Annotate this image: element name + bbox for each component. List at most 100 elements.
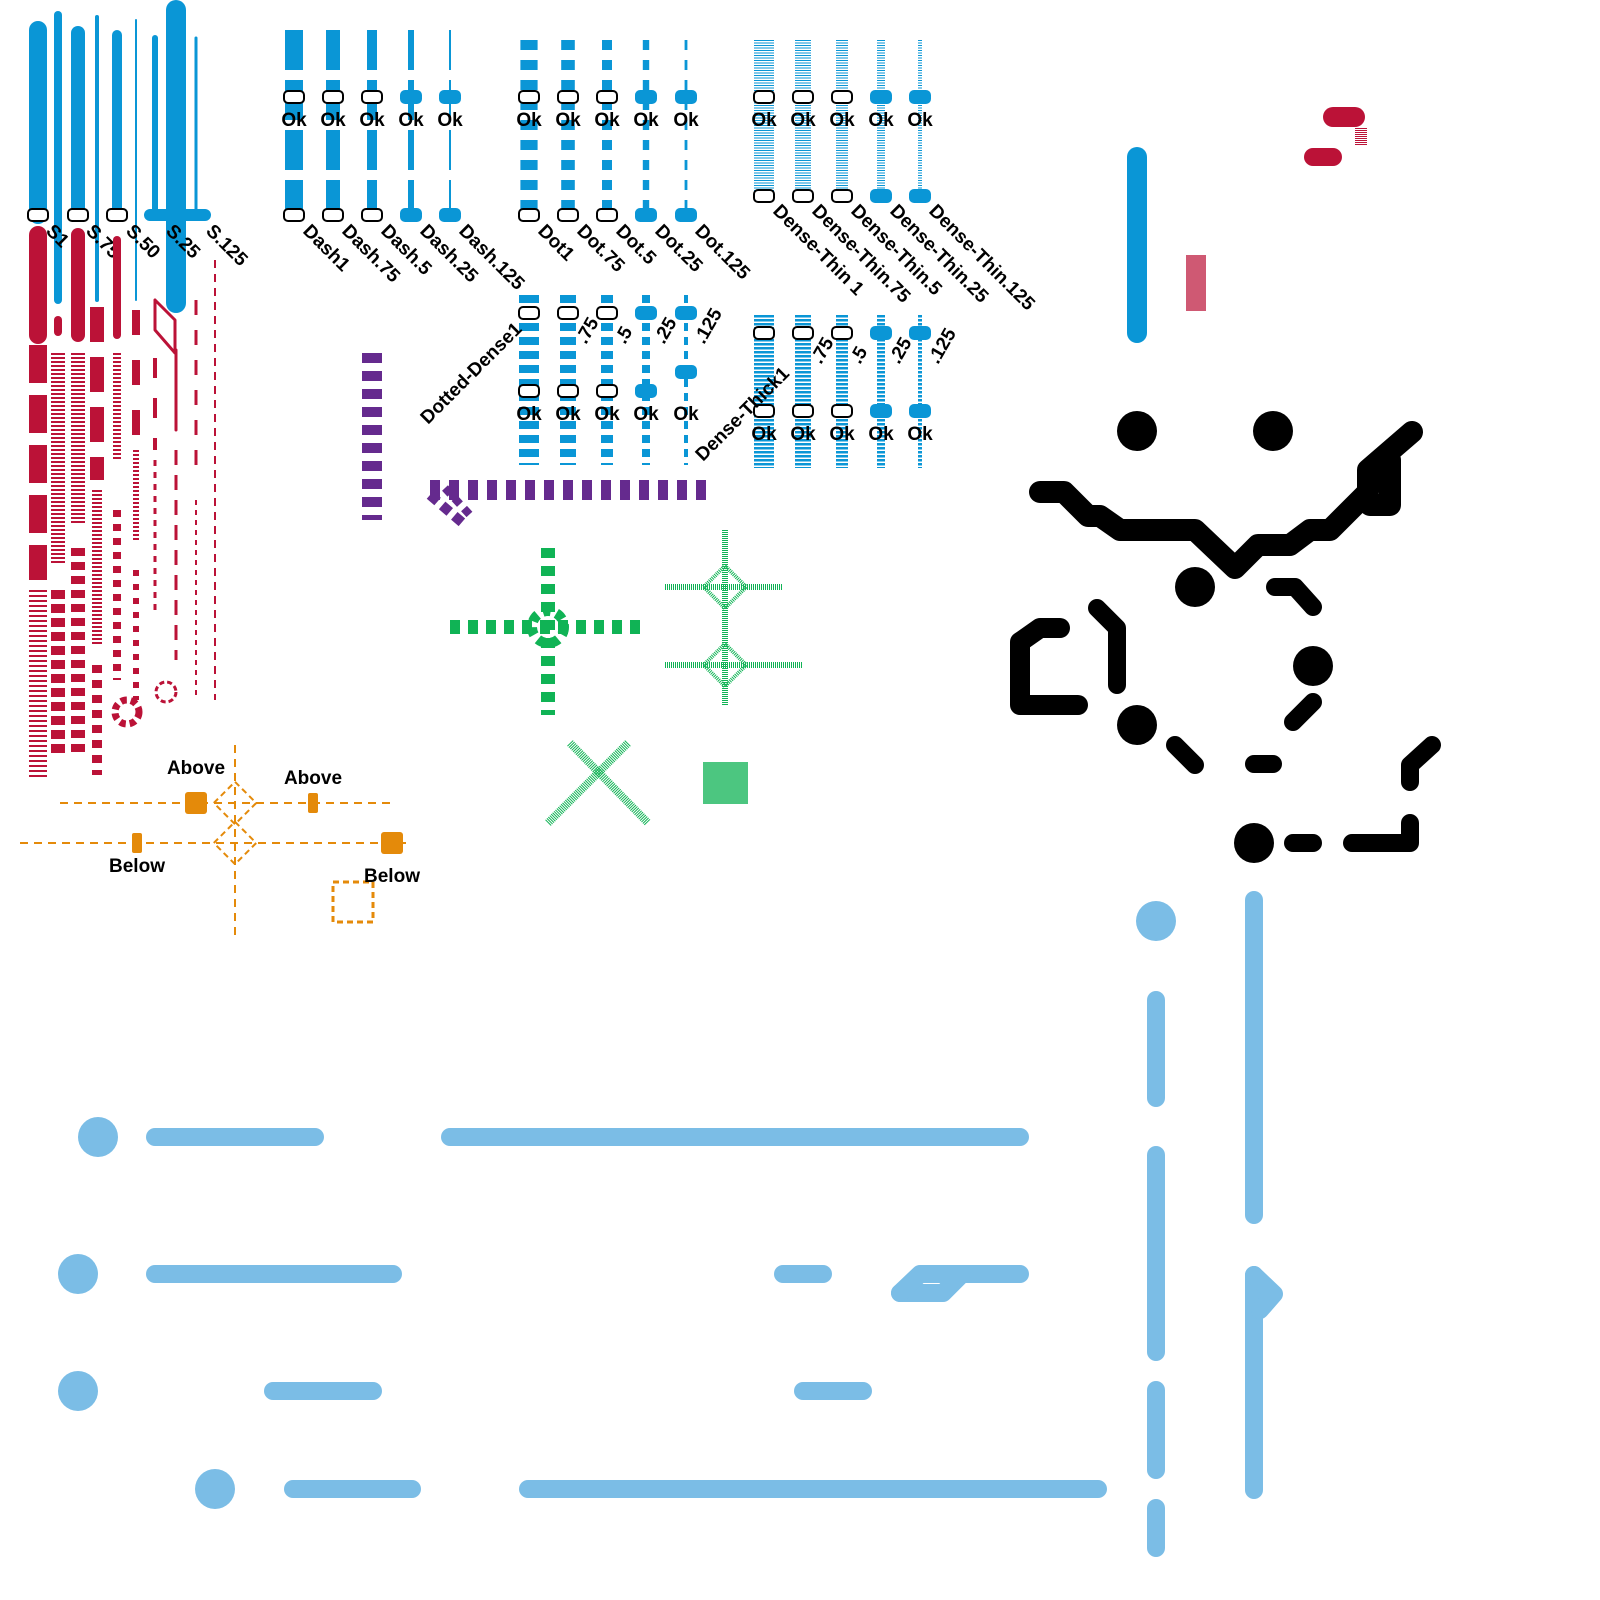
marker-box [675,208,697,222]
black-dot [1117,705,1157,745]
ok-label: Ok [751,110,777,131]
ok-label: Ok [633,110,659,131]
green-hatched-square [703,762,748,804]
marker-box [439,90,461,104]
black-hook [1088,599,1126,694]
marker-box [361,90,383,104]
marker-box [518,384,540,398]
green-diamond [700,562,750,612]
red-hatch-block [1186,255,1206,311]
green-diamond [700,640,750,690]
ok-label: Ok [516,404,542,425]
black-stroke [1343,814,1419,852]
marker-box [753,90,775,104]
marker-box [792,189,814,203]
ok-label: Ok [555,110,581,131]
above-label: Above [167,758,225,779]
orange-dashed-square [331,880,375,924]
ok-label: Ok [790,110,816,131]
marker-box [322,208,344,222]
marker-box [909,90,931,104]
ok-label: Ok [907,424,933,445]
marker-box [753,326,775,340]
purple-diagonal [442,485,473,518]
marker-box [635,90,657,104]
orange-marker [185,792,207,814]
marker-box [909,189,931,203]
marker-box [518,90,540,104]
ok-label: Ok [516,110,542,131]
ok-label: Ok [907,110,933,131]
ok-label: Ok [790,424,816,445]
black-bracket [1010,618,1088,715]
marker-box [596,306,618,320]
black-block [1359,449,1401,516]
marker-box [283,90,305,104]
marker-box [557,384,579,398]
dotted-dense-label: Dotted-Dense1 [417,319,527,429]
black-stroke [1266,578,1322,616]
light-blue-dot [58,1371,98,1411]
marker-box [675,306,697,320]
marker-box [675,365,697,379]
ok-label: Ok [829,110,855,131]
marker-box [557,306,579,320]
black-stroke [1401,736,1441,791]
orange-diamond [212,820,258,866]
marker-box [322,90,344,104]
ok-label: Ok [633,404,659,425]
marker-box [439,208,461,222]
marker-box [400,208,422,222]
ok-label: Ok [594,110,620,131]
marker-box [870,189,892,203]
ok-label: Ok [281,110,307,131]
light-blue-dot [78,1117,118,1157]
orange-marker [308,793,318,813]
black-stroke [1166,736,1204,774]
marker-box [635,306,657,320]
below-label: Below [109,856,165,877]
ok-label: Ok [673,110,699,131]
orange-diamond [212,780,258,826]
solid-label: S.50 [121,221,163,263]
solid-label: S.125 [201,221,251,271]
black-dot [1175,567,1215,607]
ok-label: Ok [868,110,894,131]
marker-box [596,208,618,222]
light-blue-line [891,1265,1029,1302]
marker-box [675,90,697,104]
ok-label: Ok [359,110,385,131]
purple-diagonal [426,491,469,529]
dot-label: Dot1 [533,221,578,266]
ok-label: Ok [555,404,581,425]
marker-box [753,404,775,418]
dense-thick-label: Dense-Thick1 [692,363,795,466]
red-dashed-circle [111,696,143,728]
marker-box [27,208,49,222]
light-blue-arrow [1245,1266,1283,1319]
marker-box [518,208,540,222]
ok-label: Ok [868,424,894,445]
green-cross-knot [527,606,569,648]
ok-label: Ok [594,404,620,425]
marker-box [831,326,853,340]
ok-label: Ok [398,110,424,131]
dot-label: Dot.125 [690,221,754,285]
ok-label: Ok [751,424,777,445]
orange-marker [132,833,142,853]
marker-box [909,404,931,418]
black-dot [1253,411,1293,451]
marker-box [557,208,579,222]
dotted-dense-label: .5 [611,323,637,348]
marker-box [635,384,657,398]
marker-box [361,208,383,222]
marker-box [753,189,775,203]
marker-box [792,90,814,104]
below-label: Below [364,866,420,887]
marker-box [870,404,892,418]
black-dot [1117,411,1157,451]
marker-box [518,306,540,320]
ok-label: Ok [673,404,699,425]
marker-box [870,90,892,104]
